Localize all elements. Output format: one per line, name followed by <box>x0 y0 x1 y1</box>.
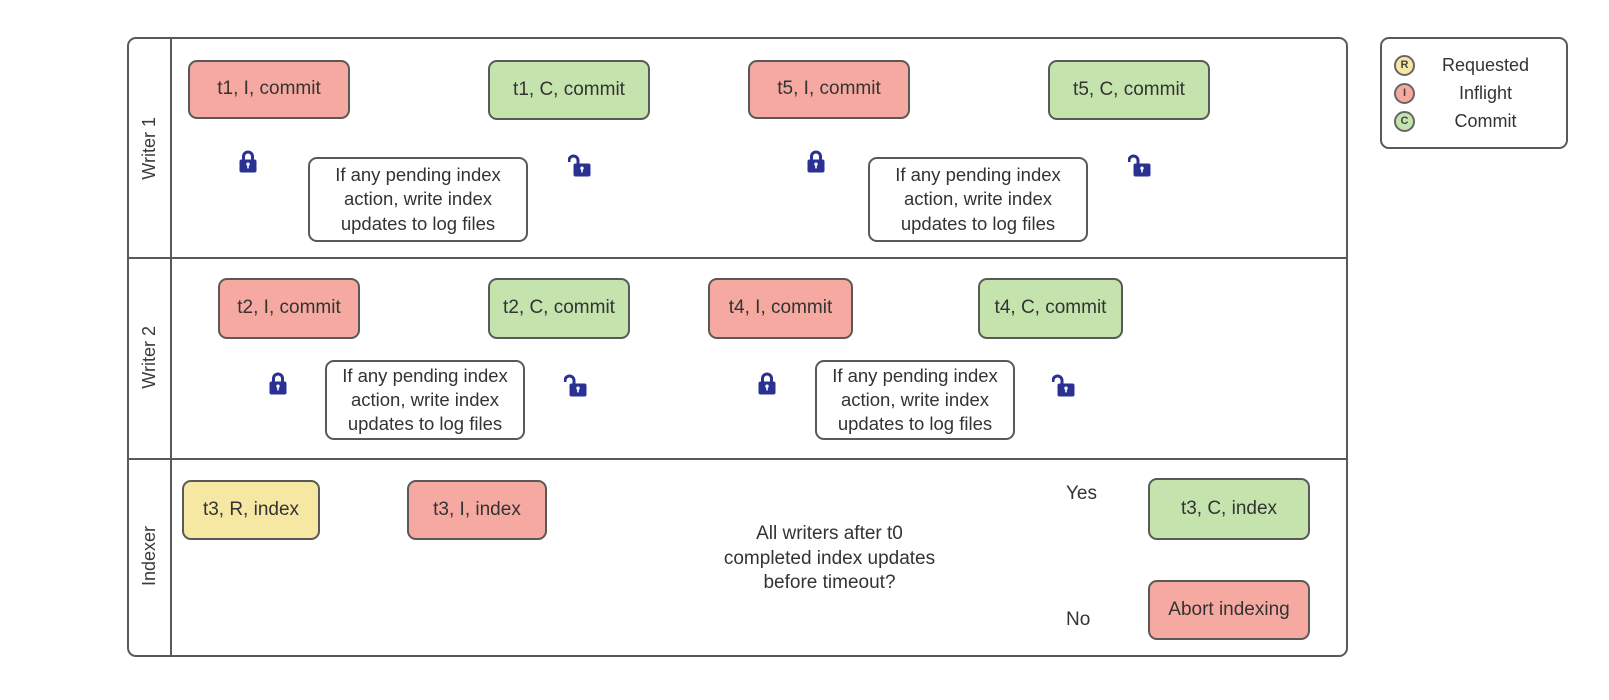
lock-open-icon <box>1127 153 1152 178</box>
node-t4-commit: t4, C, commit <box>978 278 1123 339</box>
lock-closed-icon <box>755 371 779 396</box>
lane-label-writer2: Writer 2 <box>129 257 170 458</box>
node-t5-commit: t5, C, commit <box>1048 60 1210 120</box>
lock-closed-icon <box>236 149 260 174</box>
node-t4-process: If any pending index action, write index… <box>815 360 1015 440</box>
legend-row-inflight: I Inflight <box>1394 79 1556 107</box>
commit-state-icon: C <box>1394 110 1415 132</box>
node-t1-inflight: t1, I, commit <box>188 60 350 119</box>
node-t1-process: If any pending index action, write index… <box>308 157 528 242</box>
node-decision: All writers after t0 completed index upd… <box>723 522 936 594</box>
lock-closed-icon <box>266 371 290 396</box>
legend-row-requested: R Requested <box>1394 51 1556 79</box>
node-t2-process: If any pending index action, write index… <box>325 360 525 440</box>
lock-open-icon <box>563 373 588 398</box>
inflight-state-icon: I <box>1394 82 1415 104</box>
swimlane-container: Writer 1 Writer 2 Indexer <box>127 37 1348 657</box>
lock-open-icon <box>1051 373 1076 398</box>
legend: R Requested I Inflight C Commit <box>1380 37 1568 149</box>
legend-label-commit: Commit <box>1454 110 1517 131</box>
lock-open-icon <box>567 153 592 178</box>
node-t3-requested: t3, R, index <box>182 480 320 540</box>
lane-divider-1 <box>129 257 1346 259</box>
node-abort-indexing: Abort indexing <box>1148 580 1310 640</box>
requested-state-icon: R <box>1394 54 1415 76</box>
lane-divider-2 <box>129 458 1346 460</box>
legend-label-requested: Requested <box>1441 54 1530 75</box>
node-t5-inflight: t5, I, commit <box>748 60 910 119</box>
lane-label-separator <box>170 39 172 655</box>
node-t1-commit: t1, C, commit <box>488 60 650 120</box>
node-t2-commit: t2, C, commit <box>488 278 630 339</box>
node-t3-inflight: t3, I, index <box>407 480 547 540</box>
node-t2-inflight: t2, I, commit <box>218 278 360 339</box>
legend-row-commit: C Commit <box>1394 107 1556 135</box>
node-t5-process: If any pending index action, write index… <box>868 157 1088 242</box>
edge-label-no: No <box>1066 609 1091 630</box>
node-t4-inflight: t4, I, commit <box>708 278 853 339</box>
node-t3-commit: t3, C, index <box>1148 478 1310 540</box>
lane-label-indexer-text: Indexer <box>139 525 159 587</box>
lane-label-writer2-text: Writer 2 <box>139 326 159 389</box>
lane-label-writer1: Writer 1 <box>129 39 170 257</box>
legend-label-inflight: Inflight <box>1458 82 1513 103</box>
lane-label-indexer: Indexer <box>129 458 170 654</box>
lock-closed-icon <box>804 149 828 174</box>
edge-label-yes: Yes <box>1066 483 1097 504</box>
lane-label-writer1-text: Writer 1 <box>139 116 159 180</box>
